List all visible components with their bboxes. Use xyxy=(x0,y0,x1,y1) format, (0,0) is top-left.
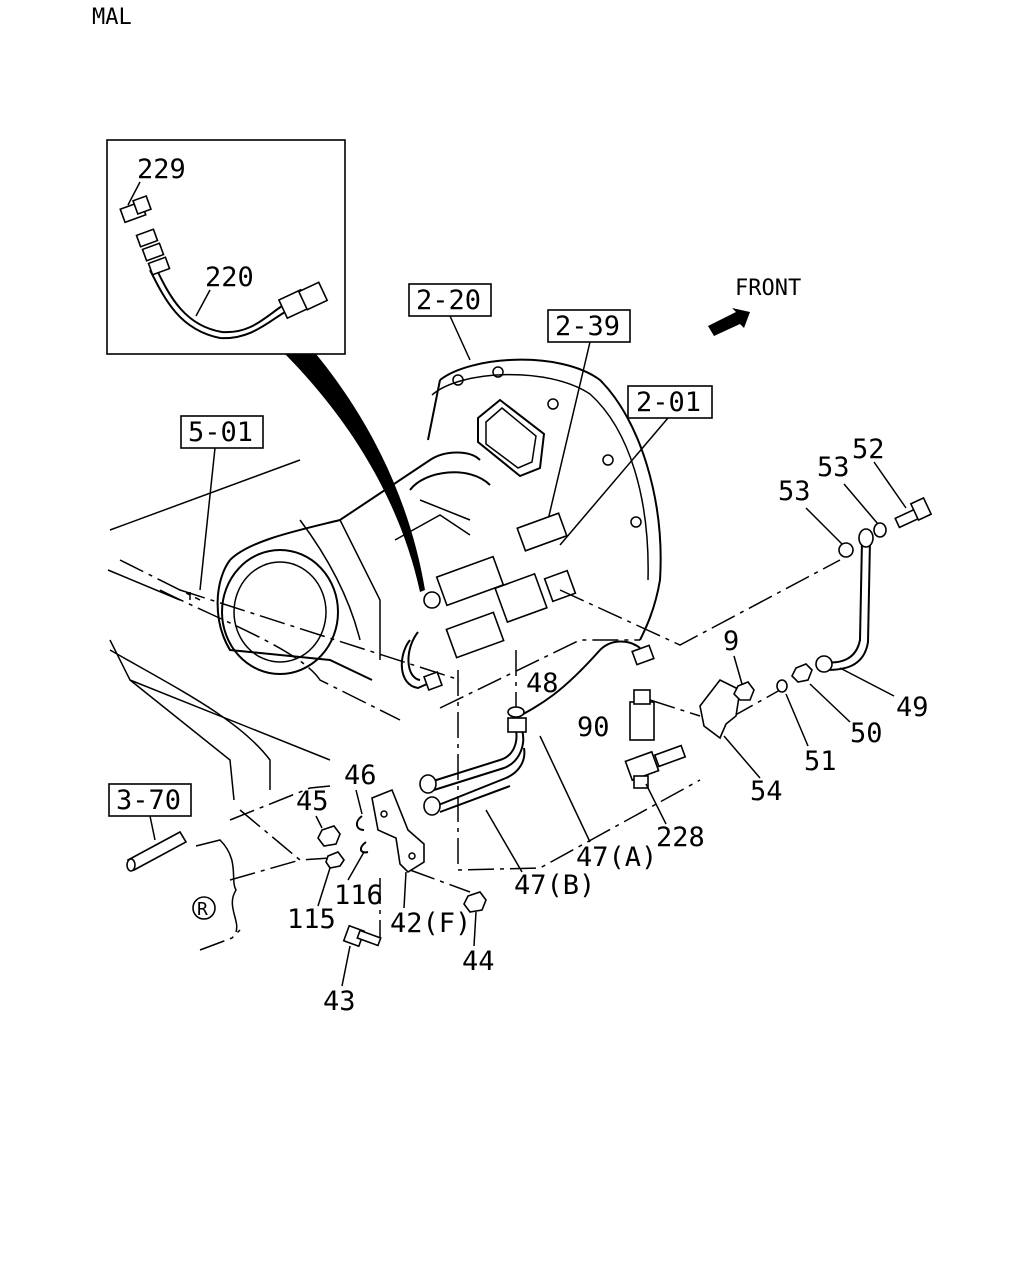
washer-53-a xyxy=(838,542,854,558)
ref-box-2-39: 2-39 xyxy=(547,309,631,343)
pipe-49 xyxy=(815,528,874,673)
callout-50: 50 xyxy=(850,718,883,749)
callout-47a: 47(A) xyxy=(576,842,657,873)
bolt-43 xyxy=(342,924,382,948)
header-code: MAL xyxy=(92,5,132,30)
callout-53-upper: 53 xyxy=(817,452,850,483)
washer-51 xyxy=(776,679,788,693)
bracket-42f xyxy=(371,788,425,874)
callouts: 52 53 53 49 50 51 9 54 48 90 228 47(A) 4… xyxy=(287,434,929,1017)
callout-90: 90 xyxy=(577,712,610,743)
svg-text:2-01: 2-01 xyxy=(636,387,701,418)
callout-47b: 47(B) xyxy=(514,870,595,901)
r-marker: R xyxy=(192,896,216,920)
svg-text:5-01: 5-01 xyxy=(188,417,253,448)
callout-45: 45 xyxy=(296,786,329,817)
callout-42f: 42(F) xyxy=(390,908,471,939)
callout-48: 48 xyxy=(526,668,559,699)
front-label: FRONT xyxy=(735,276,801,301)
ref-box-3-70: 3-70 xyxy=(108,783,192,817)
callout-43: 43 xyxy=(323,986,356,1017)
ref-box-5-01: 5-01 xyxy=(180,415,264,449)
bolt-52 xyxy=(894,496,933,529)
r-marker-label: R xyxy=(197,899,208,920)
clip-46 xyxy=(356,815,365,831)
callout-53-lower: 53 xyxy=(778,476,811,507)
front-indicator: FRONT xyxy=(708,276,801,336)
tee-228 xyxy=(624,744,687,789)
flywheel-housing xyxy=(427,358,662,641)
ref-box-2-01: 2-01 xyxy=(627,385,713,419)
callout-44: 44 xyxy=(462,946,495,977)
svg-text:2-20: 2-20 xyxy=(416,285,481,316)
switch-90 xyxy=(629,689,655,741)
callout-46: 46 xyxy=(344,760,377,791)
callout-220: 220 xyxy=(205,262,254,293)
nut-50 xyxy=(791,663,813,683)
nut-9 xyxy=(733,681,755,701)
nut-115 xyxy=(325,851,345,869)
callout-52: 52 xyxy=(852,434,885,465)
o-ring-48 xyxy=(507,706,525,718)
svg-text:3-70: 3-70 xyxy=(116,785,181,816)
front-arrow-icon xyxy=(708,308,750,336)
ref-box-2-20: 2-20 xyxy=(408,283,492,317)
pipe-47a xyxy=(429,640,655,791)
callout-54: 54 xyxy=(750,776,783,807)
callout-228: 228 xyxy=(656,822,705,853)
callout-9: 9 xyxy=(723,626,739,657)
nut-45 xyxy=(317,825,341,847)
callout-229: 229 xyxy=(137,154,186,185)
frame-rails xyxy=(107,459,331,801)
rod-3-70 xyxy=(126,830,188,872)
bracket-54 xyxy=(699,678,741,740)
callout-51: 51 xyxy=(804,746,837,777)
assembly-lines xyxy=(119,559,841,951)
nut-44 xyxy=(463,891,487,913)
washer-53-b xyxy=(873,522,887,538)
transmission-body xyxy=(216,451,577,691)
callout-115: 115 xyxy=(287,904,336,935)
callout-49: 49 xyxy=(896,692,929,723)
connector-220 xyxy=(277,281,329,320)
inset-frame xyxy=(106,139,346,355)
clip-116 xyxy=(360,841,369,854)
hardware xyxy=(126,496,933,948)
svg-text:2-39: 2-39 xyxy=(555,311,620,342)
pipe-47b xyxy=(419,747,526,816)
callout-116: 116 xyxy=(334,880,383,911)
fitting-229 xyxy=(119,195,171,276)
inset-detail: 229 220 xyxy=(106,139,346,355)
